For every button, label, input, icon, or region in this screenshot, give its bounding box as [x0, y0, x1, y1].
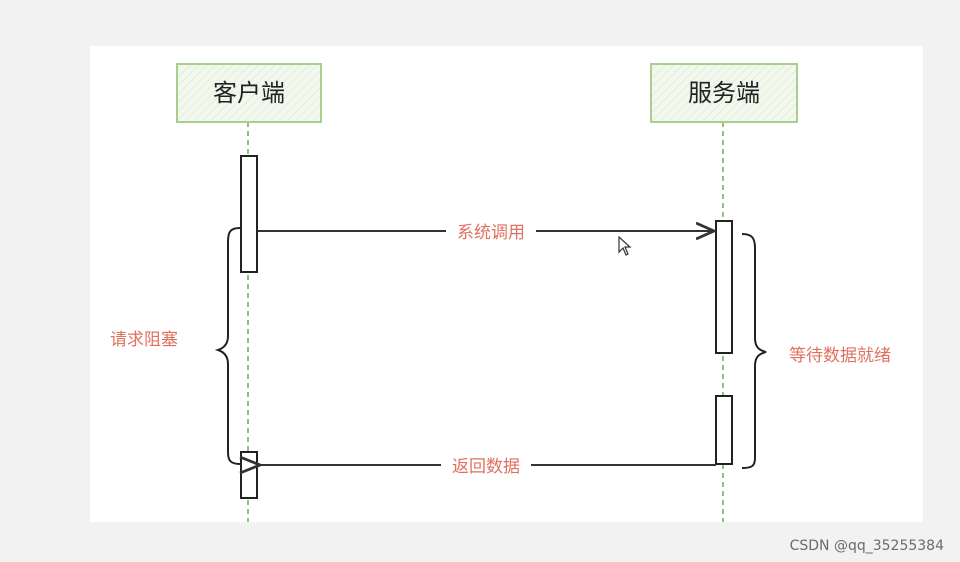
client-activation-request — [240, 155, 258, 273]
mouse-cursor-icon — [618, 235, 632, 260]
server-activation-processing — [715, 220, 733, 354]
wait-data-brace — [741, 233, 767, 469]
system-call-label: 系统调用 — [457, 223, 525, 243]
server-activation-return — [715, 395, 733, 465]
client-actor-label: 客户端 — [213, 79, 285, 107]
request-blocked-label: 请求阻塞 — [110, 330, 178, 350]
server-actor: 服务端 — [650, 63, 798, 123]
wait-data-ready-label: 等待数据就绪 — [789, 346, 891, 366]
system-call-label-bg — [446, 220, 536, 242]
server-actor-label: 服务端 — [688, 79, 760, 107]
return-data-label-bg — [441, 454, 531, 476]
watermark-text: CSDN @qq_35255384 — [789, 538, 944, 554]
client-activation-return — [240, 451, 258, 499]
client-actor: 客户端 — [176, 63, 322, 123]
request-blocked-brace — [214, 227, 241, 465]
return-data-label: 返回数据 — [452, 457, 520, 477]
